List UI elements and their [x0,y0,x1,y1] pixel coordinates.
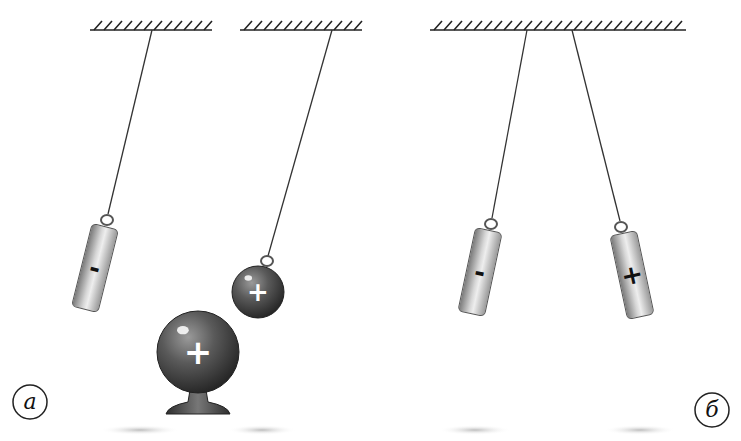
charged-cylinder: - [457,227,502,317]
insulating-stand [166,390,230,414]
panel-letter: б [694,392,730,428]
panel-label: а [23,391,36,413]
highlight [177,326,189,334]
letter-circle-outline [13,385,47,419]
letter-circle-outline [695,393,729,427]
charge-sign: - [87,254,104,282]
hook-ring [101,215,627,266]
charged-cylinder: + [609,230,654,320]
ceiling [240,21,362,30]
panel-label: б [705,399,718,421]
ceiling [90,21,212,30]
charged-ball: + [156,310,240,394]
charged-cylinder: - [71,223,119,313]
panel-letter: а [12,384,48,420]
ceiling [430,21,686,30]
floor-shadow [100,425,676,435]
thread [108,30,620,256]
ball-body [157,311,239,393]
charge-sign: + [184,335,213,369]
ball-body [232,266,284,318]
charge-sign: - [472,258,488,286]
charge-sign: + [619,260,646,290]
charge-sign: + [247,279,269,305]
charged-ball: + [231,265,285,319]
